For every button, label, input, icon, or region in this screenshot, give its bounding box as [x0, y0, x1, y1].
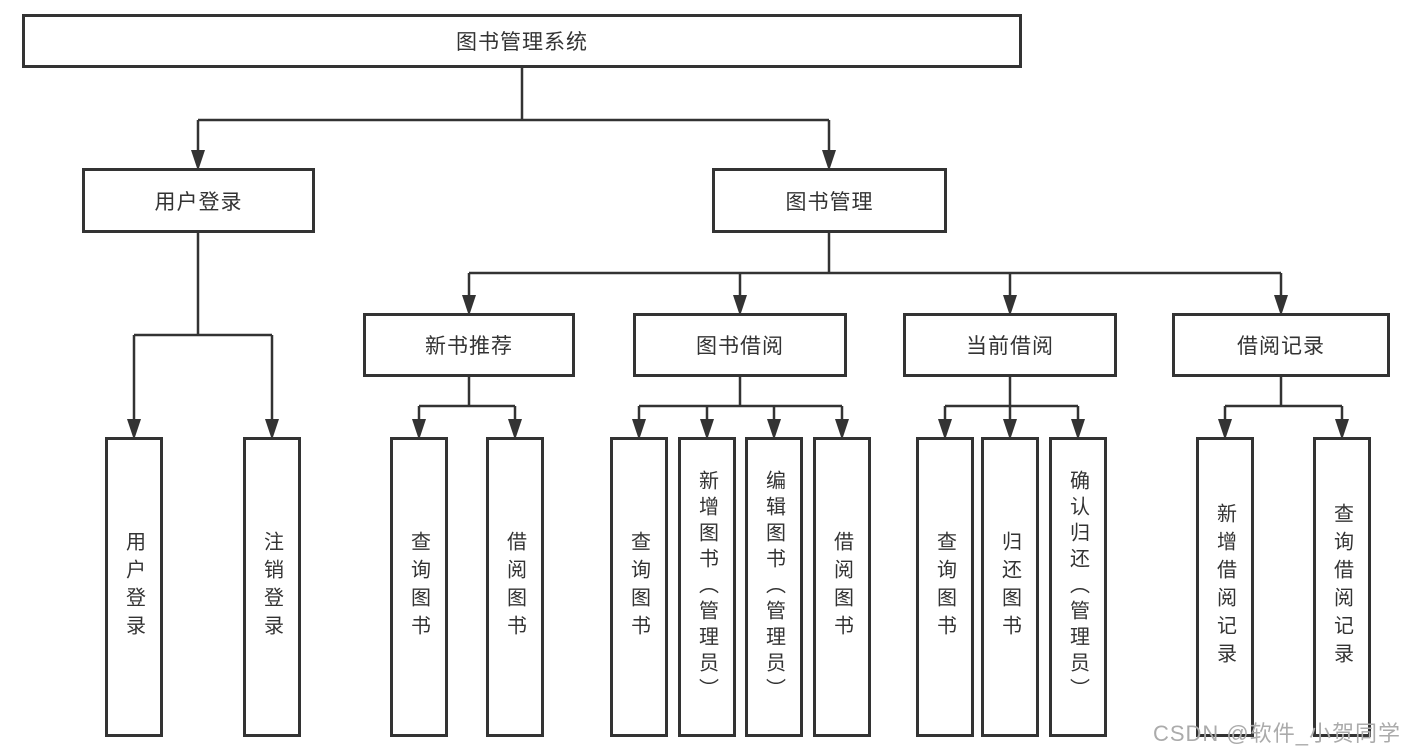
leaf-label: 查询图书 [627, 531, 650, 643]
node-label: 新书推荐 [425, 335, 513, 358]
node-label: 借阅记录 [1237, 335, 1325, 358]
node-user-login: 用户登录 [82, 168, 315, 233]
node-book-management: 图书管理 [712, 168, 947, 233]
leaf-label: 查询图书 [407, 531, 430, 643]
node-label: 当前借阅 [966, 335, 1054, 358]
csdn-watermark: CSDN @软件_小贺同学 [1152, 721, 1401, 746]
leaf-query-books-current: 查询图书 [916, 437, 974, 737]
leaf-confirm-return-admin: 确认归还（管理员） [1049, 437, 1107, 737]
leaf-borrow-books-recommend: 借阅图书 [486, 437, 544, 737]
node-borrowing-records: 借阅记录 [1172, 313, 1390, 377]
node-label: 图书管理系统 [456, 31, 588, 54]
leaf-logout: 注销登录 [243, 437, 301, 737]
node-label: 图书借阅 [696, 335, 784, 358]
leaf-label: 新增借阅记录 [1213, 503, 1236, 671]
node-library-management-system: 图书管理系统 [22, 14, 1022, 68]
leaf-label: 确认归还（管理员） [1066, 470, 1089, 704]
leaf-add-books-admin: 新增图书（管理员） [678, 437, 736, 737]
leaf-label: 查询借阅记录 [1330, 503, 1353, 671]
leaf-label: 新增图书（管理员） [695, 470, 718, 704]
leaf-add-borrow-record: 新增借阅记录 [1196, 437, 1254, 737]
leaf-label: 查询图书 [933, 531, 956, 643]
leaf-edit-books-admin: 编辑图书（管理员） [745, 437, 803, 737]
leaf-user-login: 用户登录 [105, 437, 163, 737]
leaf-label: 注销登录 [260, 531, 283, 643]
leaf-query-books-borrow: 查询图书 [610, 437, 668, 737]
node-label: 用户登录 [154, 190, 243, 214]
leaf-label: 归还图书 [998, 531, 1021, 643]
leaf-query-books-recommend: 查询图书 [390, 437, 448, 737]
leaf-label: 借阅图书 [503, 531, 526, 643]
node-new-book-recommendation: 新书推荐 [363, 313, 575, 377]
leaf-label: 编辑图书（管理员） [762, 470, 785, 704]
node-current-borrowing: 当前借阅 [903, 313, 1117, 377]
leaf-return-books: 归还图书 [981, 437, 1039, 737]
node-label: 图书管理 [785, 190, 874, 214]
leaf-query-borrow-record: 查询借阅记录 [1313, 437, 1371, 737]
node-book-borrowing: 图书借阅 [633, 313, 847, 377]
leaf-borrow-books: 借阅图书 [813, 437, 871, 737]
leaf-label: 用户登录 [122, 531, 145, 643]
leaf-label: 借阅图书 [830, 531, 853, 643]
